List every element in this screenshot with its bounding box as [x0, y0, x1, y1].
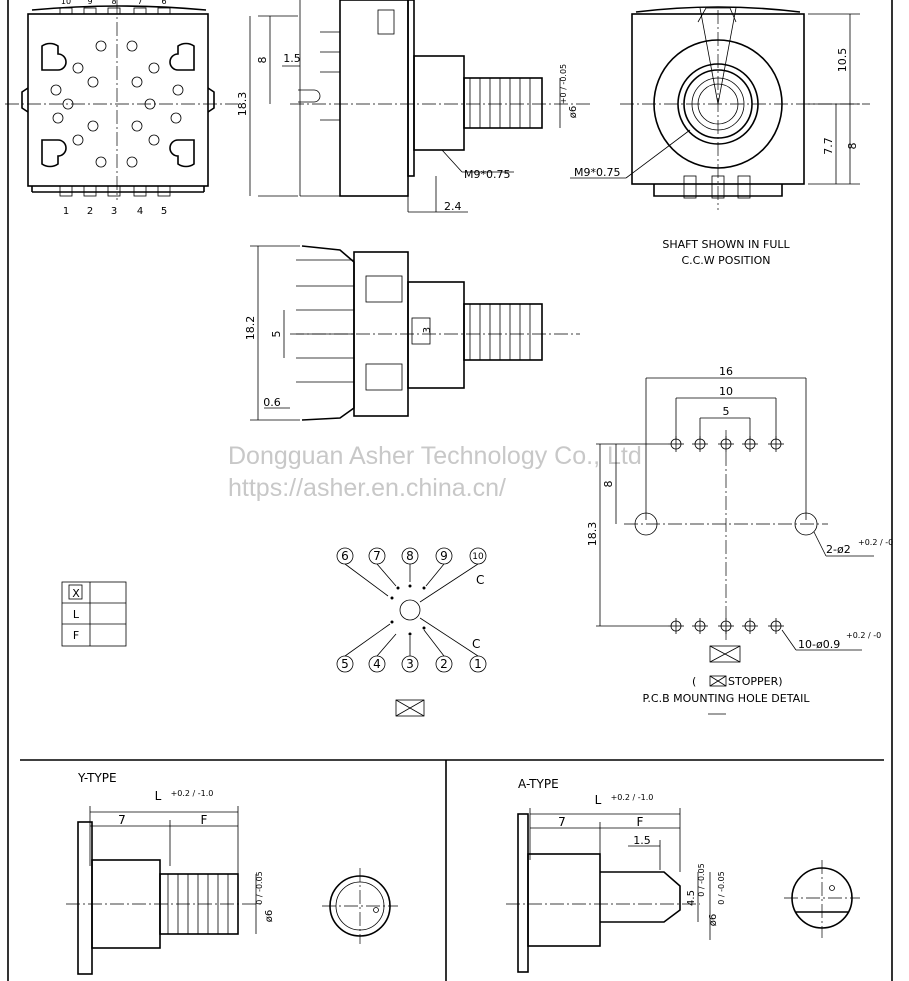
stopper-icon [709, 645, 741, 663]
pcb-stopper-text: STOPPER) [728, 675, 783, 688]
terminal-label-5: 5 [341, 657, 349, 671]
legend-row-l: L [73, 608, 80, 621]
top-dim-3: 3 [422, 327, 433, 333]
pcb-bottom-holes [668, 618, 784, 634]
front-dim-10-5: 10.5 [836, 48, 849, 73]
side-shaft-tol: +0 / -0.05 [559, 64, 568, 104]
terminal-label-9: 9 [440, 549, 448, 563]
y-type-length-tol: +0.2 / -1.0 [171, 789, 214, 798]
y-type-dim-7: 7 [118, 813, 126, 827]
pcb-hole-detail: 16 10 5 18.3 8 2-ø2 + [586, 365, 893, 715]
a-type-flat: 4.5 [686, 890, 697, 906]
a-type-shaft-dia: ø6 [708, 914, 719, 926]
a-type-shaft-tol: 0 / -0.05 [717, 871, 726, 905]
pcb-dim-16: 16 [719, 365, 733, 378]
side-dim-18-3: 18.3 [236, 92, 249, 117]
y-type-length: L [155, 789, 162, 803]
y-type-shaft-dia: ø6 [264, 910, 275, 922]
top-dim-0-6: 0.6 [263, 396, 281, 409]
legend-row-x: X [72, 587, 80, 600]
sheet-border [7, 0, 893, 981]
pin-label-5: 5 [161, 206, 167, 217]
rear-view: 1 2 3 4 5 10 9 8 7 6 [5, 0, 238, 217]
front-dim-8: 8 [846, 143, 859, 150]
terminal-label-3: 3 [406, 657, 414, 671]
common-label-top: C [476, 573, 484, 587]
watermark-url: https://asher.en.china.cn/ [228, 474, 506, 502]
terminal-label-1: 1 [474, 657, 482, 671]
pcb-big-hole-tol: +0.2 / -0 [858, 538, 893, 547]
side-dim-2-4: 2.4 [444, 200, 462, 213]
pcb-title: P.C.B MOUNTING HOLE DETAIL [643, 692, 811, 705]
pcb-dim-8: 8 [602, 481, 615, 488]
a-type-dim-7: 7 [558, 815, 566, 829]
side-shaft-dia: ø6 [568, 106, 579, 118]
a-type-dim-f: F [637, 815, 644, 829]
legend-row-f: F [73, 629, 79, 642]
top-dim-18-2: 18.2 [244, 316, 257, 341]
terminal-label-4: 4 [373, 657, 381, 671]
terminal-label-8: 8 [406, 549, 414, 563]
y-type-shaft: Y-TYPE L +0.2 / -1.0 7 F ø6 0 / -0.05 [66, 771, 398, 975]
y-type-title: Y-TYPE [77, 771, 117, 785]
pin-label-8: 8 [111, 0, 116, 6]
front-thread-label: M9*0.75 [574, 166, 620, 179]
top-dim-5: 5 [270, 331, 283, 338]
a-type-length-tol: +0.2 / -1.0 [611, 793, 654, 802]
pcb-dim-18-3: 18.3 [586, 522, 599, 547]
terminal-label-7: 7 [373, 549, 381, 563]
side-view: 18.3 8 1.5 M9*0.75 2.4 ø6 +0 / -0.05 [236, 0, 590, 213]
stopper-icon [709, 675, 727, 687]
common-label-bottom: C [472, 637, 480, 651]
front-view: 10.5 7.7 8 M9*0.75 SHAFT SHOWN IN FULL C… [570, 6, 870, 267]
terminal-label-2: 2 [440, 657, 448, 671]
pin-label-4: 4 [137, 206, 143, 217]
pin-label-7: 7 [137, 0, 142, 6]
pcb-top-holes [668, 436, 784, 452]
a-type-dim-1-5: 1.5 [633, 834, 651, 847]
pcb-small-hole-label: 10-ø0.9 [798, 638, 840, 651]
pin-label-9: 9 [87, 0, 92, 6]
a-type-title: A-TYPE [518, 777, 559, 791]
pin-label-3: 3 [111, 206, 117, 217]
y-type-dim-f: F [201, 813, 208, 827]
watermark-company: Dongguan Asher Technology Co., Ltd [228, 442, 642, 470]
switch-schematic: 6 7 8 9 10 5 4 3 2 1 C C [336, 547, 487, 717]
top-view: 18.2 5 3 0.6 [244, 245, 580, 421]
side-dim-1-5: 1.5 [283, 52, 301, 65]
pcb-dim-5: 5 [723, 405, 730, 418]
pcb-dim-10: 10 [719, 385, 733, 398]
side-thread-label: M9*0.75 [464, 168, 510, 181]
terminal-label-6: 6 [341, 549, 349, 563]
front-note-line2: C.C.W POSITION [681, 254, 770, 267]
a-type-length: L [595, 793, 602, 807]
stopper-icon [395, 699, 425, 717]
pin-label-10: 10 [61, 0, 71, 6]
pcb-small-hole-tol: +0.2 / -0 [846, 631, 881, 640]
legend-table: X L F [61, 581, 127, 647]
pcb-stopper-open: ( [692, 675, 696, 688]
y-type-shaft-tol: 0 / -0.05 [255, 871, 264, 905]
a-type-flat-tol: 0 / -0.05 [697, 863, 706, 897]
terminal-label-10: 10 [472, 552, 484, 562]
pin-label-1: 1 [63, 206, 69, 217]
pcb-big-hole-label: 2-ø2 [826, 543, 851, 556]
pin-label-2: 2 [87, 206, 93, 217]
front-note-line1: SHAFT SHOWN IN FULL [662, 238, 790, 251]
front-dim-7-7: 7.7 [822, 137, 835, 155]
side-dim-8: 8 [256, 57, 269, 64]
pin-label-6: 6 [161, 0, 166, 6]
a-type-shaft: A-TYPE L +0.2 / -1.0 7 F 1.5 4.5 ø6 0 / … [506, 777, 860, 973]
